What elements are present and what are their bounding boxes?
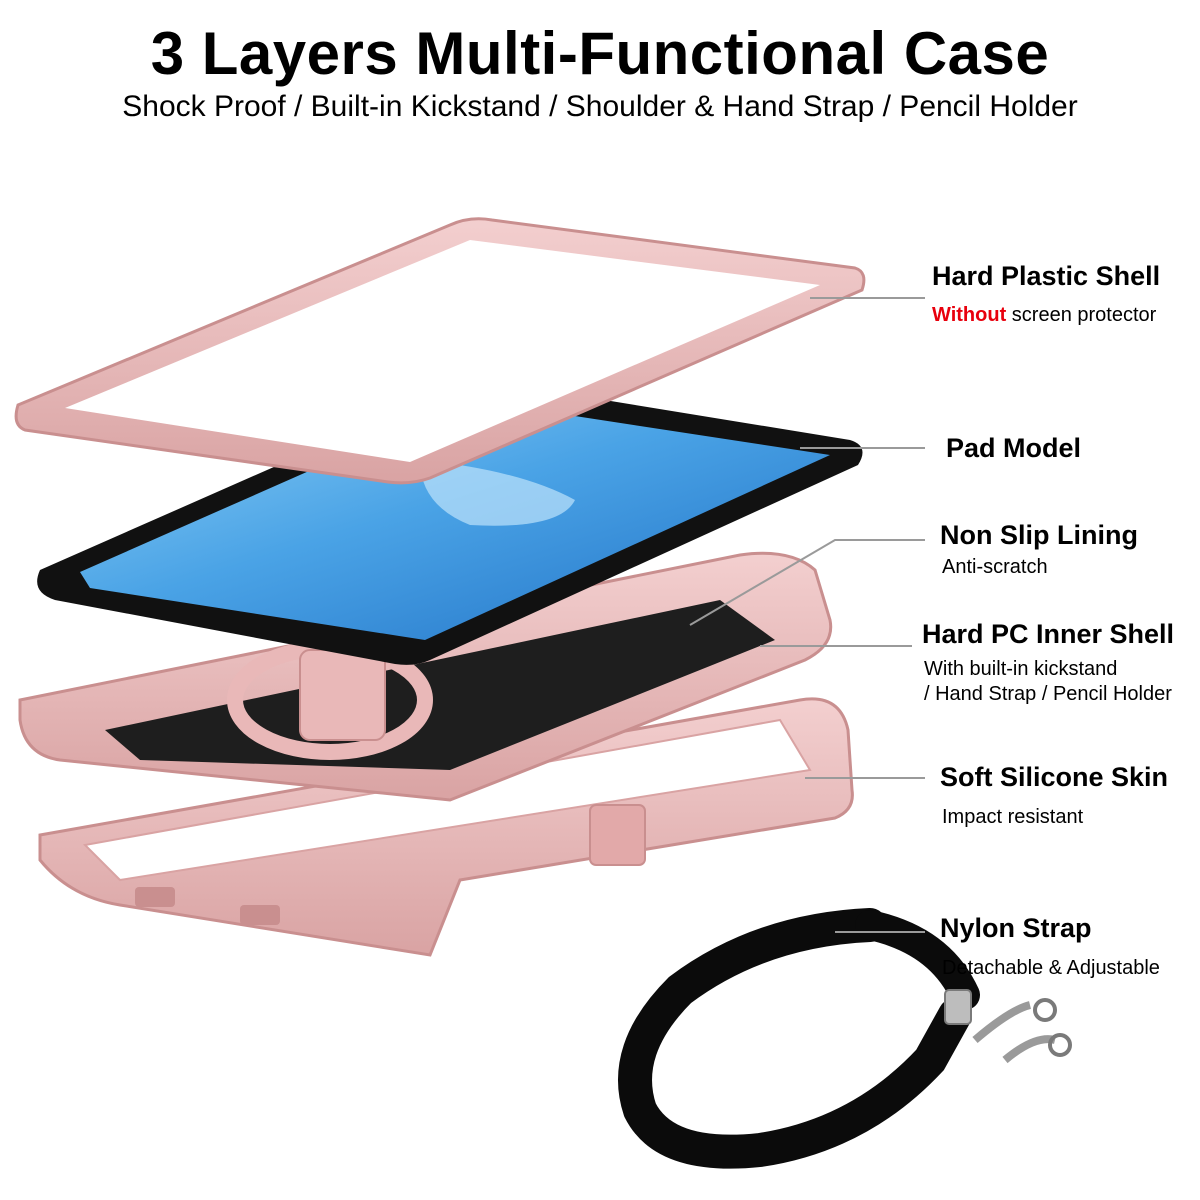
label-pad-model: Pad Model — [946, 433, 1082, 463]
label-hard-plastic-shell-desc: Without screen protector — [932, 302, 1156, 328]
desc-screen-protector: screen protector — [1006, 304, 1157, 326]
nylon-strap-shape — [618, 908, 1072, 1169]
tablet-screen — [80, 400, 830, 640]
hand-strap-mount — [299, 649, 386, 741]
label-nylon-strap-desc: Detachable & Adjustable — [942, 957, 1160, 979]
label-soft-silicone-skin-desc: Impact resistant — [942, 806, 1084, 828]
label-hard-pc-inner-shell: Hard PC Inner Shell — [922, 619, 1175, 649]
label-non-slip-lining-desc: Anti-scratch — [942, 556, 1048, 578]
strap-buckle — [944, 989, 972, 1025]
strap-clip-top — [1033, 998, 1057, 1022]
page-title: 3 Layers Multi-Functional Case — [150, 20, 1050, 87]
port-cutout-right — [240, 905, 280, 925]
strap-clip-bottom — [1048, 1033, 1072, 1057]
hard-pc-inner-shell-shape — [18, 551, 833, 802]
label-hard-pc-inner-shell-desc-1: With built-in kickstand — [924, 658, 1118, 680]
label-nylon-strap: Nylon Strap — [940, 913, 1092, 943]
label-soft-silicone-skin: Soft Silicone Skin — [940, 762, 1169, 792]
label-hard-pc-inner-shell-desc-2: / Hand Strap / Pencil Holder — [924, 683, 1172, 705]
page-subtitle: Shock Proof / Built-in Kickstand / Shoul… — [122, 90, 1078, 123]
leader-lines — [689, 297, 925, 933]
label-hard-plastic-shell: Hard Plastic Shell — [932, 261, 1161, 291]
non-slip-lining-shape — [105, 600, 775, 770]
hard-plastic-shell-shape — [14, 217, 866, 485]
port-cutout-left — [135, 887, 175, 907]
highlight-without: Without — [932, 304, 1007, 326]
pad-model-shape — [37, 380, 863, 665]
label-non-slip-lining: Non Slip Lining — [940, 520, 1138, 550]
